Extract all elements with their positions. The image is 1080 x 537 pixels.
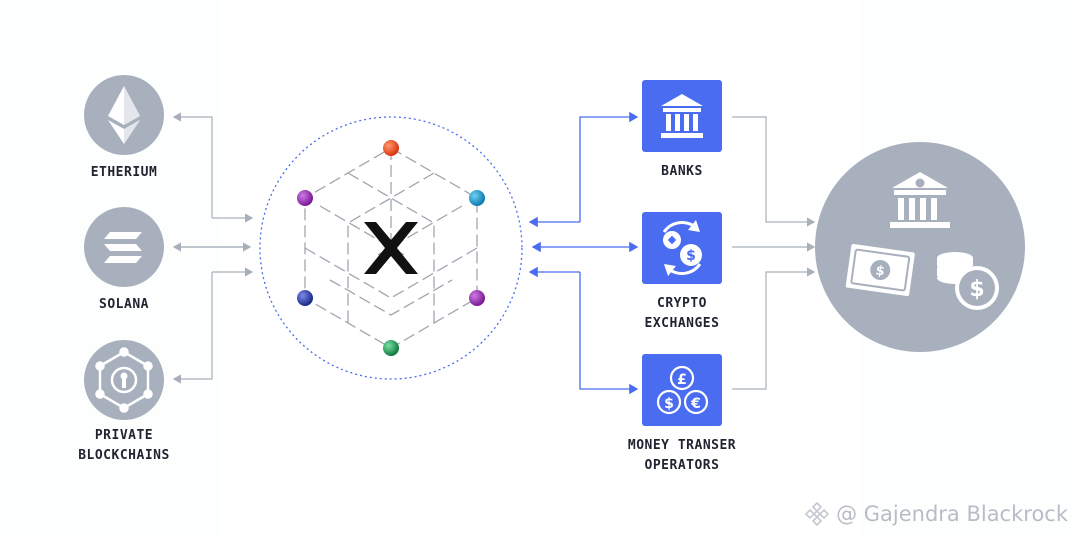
private-blockchains-label-line2: BLOCKCHAINS xyxy=(78,448,170,463)
node-orange xyxy=(383,140,399,156)
crypto-exchanges-label-line2: EXCHANGES xyxy=(644,316,720,331)
bank-cash-coins-icon: $ $ xyxy=(845,172,999,310)
solana-label: SOLANA xyxy=(99,297,149,312)
bank-icon xyxy=(661,94,703,138)
money-transfer-node: £ $ € xyxy=(642,354,722,426)
banks-node xyxy=(642,80,722,152)
private-blockchains-node xyxy=(84,340,164,420)
solana-node xyxy=(84,207,164,287)
right-connectors xyxy=(732,116,816,390)
money-transfer-label-line2: OPERATORS xyxy=(644,458,720,473)
fiat-node: $ $ xyxy=(815,142,1025,352)
svg-text:$: $ xyxy=(875,263,886,279)
watermark-text: @ Gajendra Blackrock xyxy=(836,502,1068,526)
node-purple-right xyxy=(469,290,485,306)
pound-dollar-euro-icon: £ $ € xyxy=(656,365,709,415)
svg-text:$: $ xyxy=(664,396,674,412)
private-blockchains-label-line1: PRIVATE xyxy=(94,428,154,443)
crypto-exchanges-label-line1: CRYPTO xyxy=(657,296,707,311)
blue-connectors xyxy=(528,111,639,395)
center-hub xyxy=(259,116,523,380)
binance-logo-icon xyxy=(804,501,830,527)
watermark: @ Gajendra Blackrock xyxy=(804,501,1068,527)
money-transfer-label-line1: MONEY TRANSER xyxy=(627,438,737,453)
ethereum-node xyxy=(84,75,164,155)
svg-text:$: $ xyxy=(969,277,984,302)
crypto-exchanges-node: $ xyxy=(642,212,722,284)
left-connectors xyxy=(172,112,254,384)
ethereum-label: ETHERIUM xyxy=(90,165,158,180)
svg-text:£: £ xyxy=(677,372,687,388)
node-purple-left xyxy=(297,190,313,206)
currency-exchange-icon: $ xyxy=(662,220,702,276)
ethereum-icon xyxy=(108,86,140,144)
node-green xyxy=(383,340,399,356)
keyhole-network-icon xyxy=(95,347,153,413)
node-blue xyxy=(297,290,313,306)
solana-icon xyxy=(104,232,142,263)
svg-text:$: $ xyxy=(686,248,696,264)
banks-label: BANKS xyxy=(661,164,703,179)
svg-text:€: € xyxy=(690,396,701,412)
x-logo-icon xyxy=(364,222,418,274)
node-teal xyxy=(469,190,485,206)
